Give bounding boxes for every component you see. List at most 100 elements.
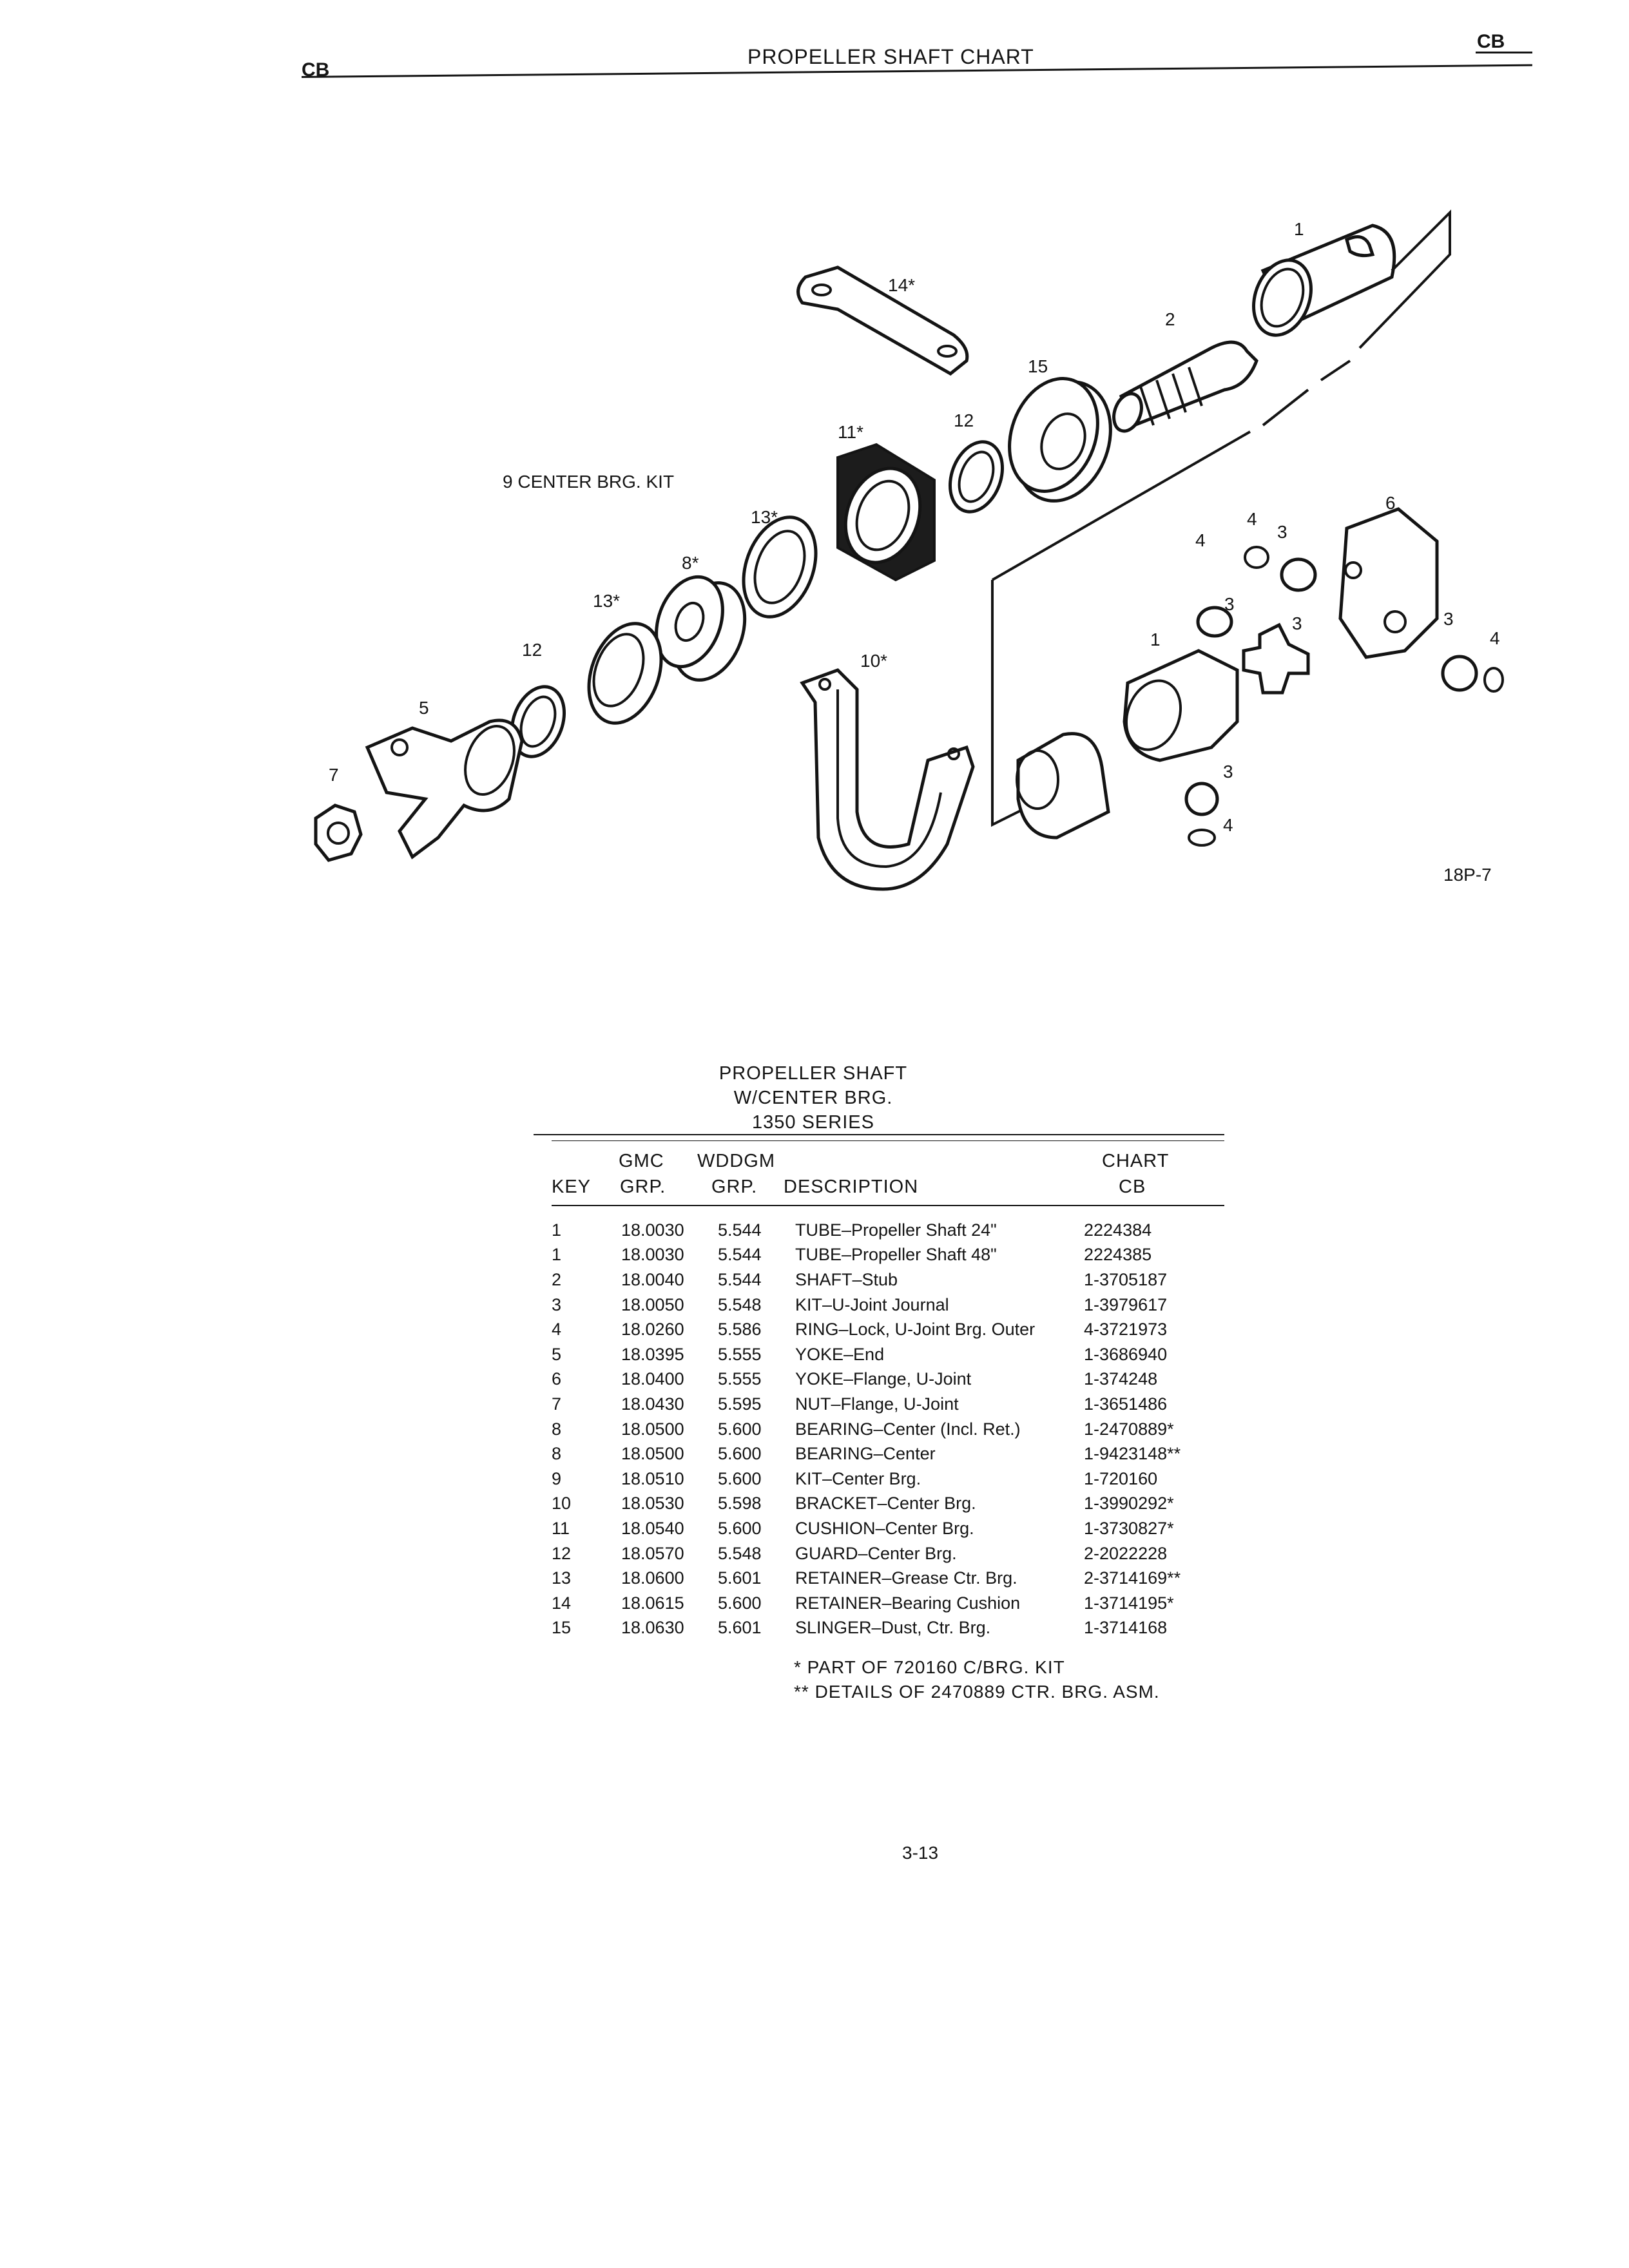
- exploded-parts-diagram: 1 2 14* 15 12 11* 13* 8* 13* 12 10* 5 7 …: [314, 209, 1504, 891]
- row-wddgm-group: 5.544: [718, 1220, 762, 1240]
- center-bearing-kit-label: 9 CENTER BRG. KIT: [503, 472, 674, 492]
- callout-label: 12: [522, 640, 542, 660]
- callout-label: 11*: [838, 422, 863, 442]
- flange-nut-part: [314, 803, 363, 862]
- callout-label: 10*: [860, 651, 887, 671]
- row-description: RETAINER–Grease Ctr. Brg.: [795, 1568, 1017, 1588]
- callout-label: 13*: [593, 591, 620, 611]
- center-bearing-part: [655, 575, 747, 682]
- row-wddgm-group: 5.586: [718, 1320, 762, 1340]
- callout-label: 12: [954, 410, 974, 430]
- callout-label: 4: [1490, 628, 1500, 648]
- callout-label: 8*: [682, 553, 699, 573]
- callout-label: 4: [1195, 530, 1206, 550]
- row-chart-number: 1-3686940: [1084, 1344, 1168, 1364]
- bearing-cups-and-rings: [1184, 546, 1504, 847]
- row-wddgm-group: 5.555: [718, 1344, 762, 1364]
- end-yoke-part: [365, 718, 524, 860]
- header-rule-short: [1476, 52, 1532, 53]
- tube-part: [1252, 224, 1396, 337]
- center-bearing-bracket-part: [800, 668, 975, 891]
- row-wddgm-group: 5.544: [718, 1269, 762, 1289]
- row-gmc-group: 18.0540: [621, 1518, 684, 1538]
- callout-label: 3: [1443, 609, 1454, 629]
- row-wddgm-group: 5.544: [718, 1245, 762, 1265]
- table-note: * PART OF 720160 C/BRG. KIT: [794, 1657, 1065, 1677]
- table-row: 11 18.0540 5.600 CUSHION–Center Brg. 1-37308…: [552, 1516, 1251, 1541]
- row-wddgm-group: 5.598: [718, 1494, 762, 1514]
- grease-retainer-lower-part: [587, 622, 663, 725]
- row-key: 8: [552, 1444, 562, 1464]
- page-number: 3-13: [902, 1843, 939, 1863]
- callout-label: 15: [1028, 356, 1048, 376]
- callout-label: 14*: [888, 275, 915, 295]
- row-key: 12: [552, 1543, 572, 1563]
- row-gmc-group: 18.0030: [621, 1220, 684, 1240]
- col-header-gmc-bottom: GRP.: [620, 1177, 666, 1197]
- row-description: TUBE–Propeller Shaft 24": [795, 1220, 997, 1240]
- col-header-gmc-top: GMC: [619, 1151, 664, 1171]
- row-key: 3: [552, 1294, 562, 1314]
- header-right-code: CB: [1477, 31, 1505, 52]
- row-wddgm-group: 5.548: [718, 1543, 762, 1563]
- row-key: 15: [552, 1618, 572, 1638]
- u-joint-journal-part: [1242, 622, 1310, 695]
- callout-label: 6: [1385, 493, 1396, 513]
- row-gmc-group: 18.0430: [621, 1394, 684, 1414]
- dust-slinger-part: [1008, 377, 1112, 503]
- row-chart-number: 1-720160: [1084, 1468, 1158, 1488]
- row-wddgm-group: 5.555: [718, 1369, 762, 1389]
- row-chart-number: 1-3979617: [1084, 1294, 1168, 1314]
- row-description: BEARING–Center: [795, 1444, 936, 1464]
- callout-label: 2: [1165, 309, 1175, 329]
- row-wddgm-group: 5.595: [718, 1394, 762, 1414]
- row-key: 7: [552, 1394, 562, 1414]
- col-header-description: DESCRIPTION: [784, 1177, 919, 1197]
- callout-label: 3: [1277, 522, 1287, 542]
- table-heading-line: 1350 SERIES: [752, 1112, 874, 1133]
- row-description: YOKE–Flange, U-Joint: [795, 1369, 972, 1389]
- row-chart-number: 1-9423148**: [1084, 1444, 1181, 1464]
- row-description: BRACKET–Center Brg.: [795, 1494, 976, 1514]
- phantom-lines: [991, 209, 1451, 827]
- callout-label: 4: [1247, 509, 1257, 529]
- row-description: SLINGER–Dust, Ctr. Brg.: [795, 1618, 991, 1638]
- row-description: GUARD–Center Brg.: [795, 1543, 957, 1563]
- row-wddgm-group: 5.600: [718, 1518, 762, 1538]
- grease-retainer-upper-part: [742, 515, 818, 619]
- row-gmc-group: 18.0030: [621, 1245, 684, 1265]
- row-chart-number: 1-3705187: [1084, 1269, 1168, 1289]
- row-chart-number: 1-3990292*: [1084, 1494, 1174, 1514]
- row-wddgm-group: 5.600: [718, 1419, 762, 1439]
- row-key: 10: [552, 1494, 572, 1514]
- row-key: 1: [552, 1220, 562, 1240]
- bearing-cushion-retainer-part: [796, 265, 969, 376]
- row-gmc-group: 18.0510: [621, 1468, 684, 1488]
- table-header-rule: [552, 1205, 1224, 1206]
- col-header-wddgm-bottom: GRP.: [711, 1177, 758, 1197]
- row-description: SHAFT–Stub: [795, 1269, 898, 1289]
- row-key: 11: [552, 1518, 570, 1538]
- stub-shaft-part: [1112, 340, 1258, 433]
- figure-id: 18P-7: [1443, 865, 1492, 885]
- row-key: 14: [552, 1593, 572, 1613]
- callout-label: 3: [1292, 613, 1302, 633]
- u-joint-yoke-part: [1123, 649, 1239, 762]
- row-description: CUSHION–Center Brg.: [795, 1518, 974, 1538]
- row-description: YOKE–End: [795, 1344, 885, 1364]
- row-gmc-group: 18.0630: [621, 1618, 684, 1638]
- row-description: KIT–U-Joint Journal: [795, 1294, 949, 1314]
- col-header-chart-top: CHART: [1102, 1151, 1170, 1171]
- row-chart-number: 1-3730827*: [1084, 1518, 1174, 1538]
